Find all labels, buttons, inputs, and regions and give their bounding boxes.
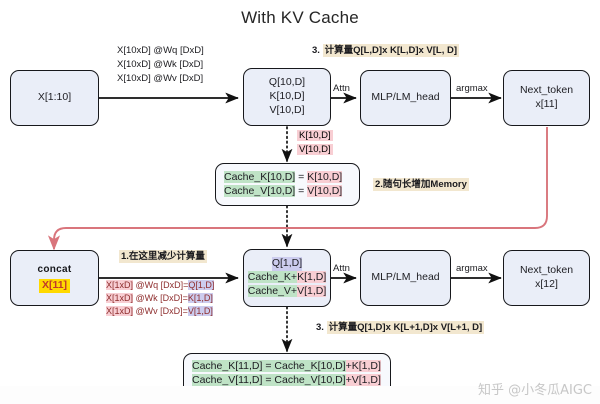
projection-row2-line-1: X[1xD] @Wq [DxD]=Q[1,D] xyxy=(106,279,215,292)
argmax-label-row2: argmax xyxy=(456,263,488,274)
concat-box: concat X[11] xyxy=(10,250,99,306)
attn-label-row1: Attn xyxy=(333,83,350,94)
page-title: With KV Cache xyxy=(241,8,359,27)
projection-line-2: X[10xD] @Wk [DxD] xyxy=(117,58,204,70)
next-token-line1-row2: Next_token xyxy=(519,264,574,277)
annotation-2-text: 2.随句长增加Memory xyxy=(373,178,469,191)
concat-box-title: concat xyxy=(37,264,72,276)
projection-row2-l3-a: X[1xD] xyxy=(106,306,134,317)
cache-box-1-line1-left: Cache_K[10,D] xyxy=(224,170,296,183)
cache-box-2-line2-a: Cache_V[11,D] = Cache_V[10,D] xyxy=(192,374,346,386)
projection-row2-l3-c: V[1,D] xyxy=(187,306,213,317)
cache-box-1-line1-mid: = xyxy=(295,170,308,183)
mlp-box-row2: MLP/LM_head xyxy=(360,250,451,306)
cache-box-2-line2: Cache_V[11,D] = Cache_V[10,D]+V[1,D] xyxy=(192,374,381,388)
projection-line-3: X[10xD] @Wv [DxD] xyxy=(117,72,204,84)
cache-box-2-line1-b: +K[1,D] xyxy=(345,360,381,373)
kv-dump-v: V[10,D] xyxy=(297,144,333,156)
projection-row2-l1-a: X[1xD] xyxy=(106,280,134,290)
qkv-k-row2: Cache_K+K[1,D] xyxy=(247,271,327,285)
annotation-3-row1-index: 3. xyxy=(312,45,323,56)
annotation-3-row1-text: 计算量Q[L,D]x K[L,D]x V[L, D] xyxy=(322,44,460,57)
annotation-1-text: 1.在这里减少计算量 xyxy=(119,250,207,263)
projection-row2-l3-b: @Wv [DxD]= xyxy=(133,306,188,317)
attn-label-row2: Attn xyxy=(333,263,350,274)
next-token-line1-row1: Next_token xyxy=(519,84,574,97)
qkv-box-row2: Q[1,D] Cache_K+K[1,D] Cache_V+V[1,D] xyxy=(243,249,331,307)
projection-label-row2: X[1xD] @Wq [DxD]=Q[1,D] X[1xD] @Wk [DxD]… xyxy=(106,279,215,318)
cache-box-1-line2: Cache_V[10,D] = V[10,D] xyxy=(224,184,343,199)
qkv-v-row1: V[10,D] xyxy=(269,103,305,116)
kv-dump-k: K[10,D] xyxy=(297,130,333,141)
qkv-v-row2-left: Cache_V+ xyxy=(247,284,298,297)
cache-box-2-line1: Cache_K[11,D] = Cache_K[10,D]+K[1,D] xyxy=(192,360,381,374)
projection-label-row1: X[10xD] @Wq [DxD] X[10xD] @Wk [DxD] X[10… xyxy=(117,44,204,85)
projection-row2-l2-a: X[1xD] xyxy=(106,293,134,304)
next-token-box-row2: Next_token x[12] xyxy=(503,250,590,306)
watermark: 知乎 @小冬瓜AIGC xyxy=(477,383,592,398)
input-box-row1: X[1:10] xyxy=(10,70,99,126)
cache-box-1-line1-right: K[10,D] xyxy=(307,170,343,183)
argmax-label-row1: argmax xyxy=(456,83,488,94)
next-token-line2-row2: x[12] xyxy=(535,278,558,290)
annotation-3-row1: 3. 计算量Q[L,D]x K[L,D]x V[L, D] xyxy=(312,44,460,57)
qkv-k-row1: K[10,D] xyxy=(269,90,305,103)
input-box-label: X[1:10] xyxy=(37,91,72,104)
projection-line-1: X[10xD] @Wq [DxD] xyxy=(117,45,204,56)
qkv-box-row1: Q[10,D] K[10,D] V[10,D] xyxy=(243,68,331,126)
annotation-3-row2-index: 3. xyxy=(316,322,327,333)
annotation-2: 2.随句长增加Memory xyxy=(373,178,469,191)
concat-box-value: X[11] xyxy=(38,278,71,293)
projection-row2-l2-b: @Wk [DxD]= xyxy=(133,293,188,304)
next-token-box-row1: Next_token x[11] xyxy=(503,70,590,126)
projection-row2-line-2: X[1xD] @Wk [DxD]=K[1,D] xyxy=(106,292,214,305)
qkv-k-row2-right: K[1,D] xyxy=(297,271,327,284)
annotation-3-row2: 3. 计算量Q[1,D]x K[L+1,D]x V[L+1, D] xyxy=(316,321,485,334)
projection-row2-l1-b: @Wq [DxD]= xyxy=(133,280,189,290)
next-token-line2-row1: x[11] xyxy=(535,98,558,110)
cache-box-1-line1: Cache_K[10,D] = K[10,D] xyxy=(224,170,343,185)
annotation-1: 1.在这里减少计算量 xyxy=(119,250,207,263)
mlp-box-row1: MLP/LM_head xyxy=(360,70,451,126)
qkv-k-row2-left: Cache_K+ xyxy=(247,271,298,284)
cache-box-1-line2-mid: = xyxy=(295,184,308,197)
projection-row2-l1-c: Q[1,D] xyxy=(188,280,215,290)
cache-box-1-line2-right: V[10,D] xyxy=(307,184,343,197)
footer-bar xyxy=(0,386,600,404)
cache-box-1: Cache_K[10,D] = K[10,D] Cache_V[10,D] = … xyxy=(215,163,360,206)
projection-row2-l2-c: K[1,D] xyxy=(187,293,213,304)
qkv-v-row2: Cache_V+V[1,D] xyxy=(247,284,327,299)
annotation-3-row2-text: 计算量Q[1,D]x K[L+1,D]x V[L+1, D] xyxy=(326,321,485,334)
kv-dump-label: K[10,D] V[10,D] xyxy=(297,129,333,158)
projection-row2-line-3: X[1xD] @Wv [DxD]=V[1,D] xyxy=(106,305,214,318)
mlp-label-row1: MLP/LM_head xyxy=(371,91,440,104)
qkv-q-row2: Q[1,D] xyxy=(271,257,303,272)
cache-box-2-line1-a: Cache_K[11,D] = Cache_K[10,D] xyxy=(192,360,346,373)
qkv-v-row2-right: V[1,D] xyxy=(297,284,327,297)
cache-box-1-line2-left: Cache_V[10,D] xyxy=(224,184,296,197)
mlp-label-row2: MLP/LM_head xyxy=(371,271,440,284)
cache-box-2-line2-b: +V[1,D] xyxy=(345,374,381,386)
qkv-q-row1: Q[10,D] xyxy=(268,76,306,89)
